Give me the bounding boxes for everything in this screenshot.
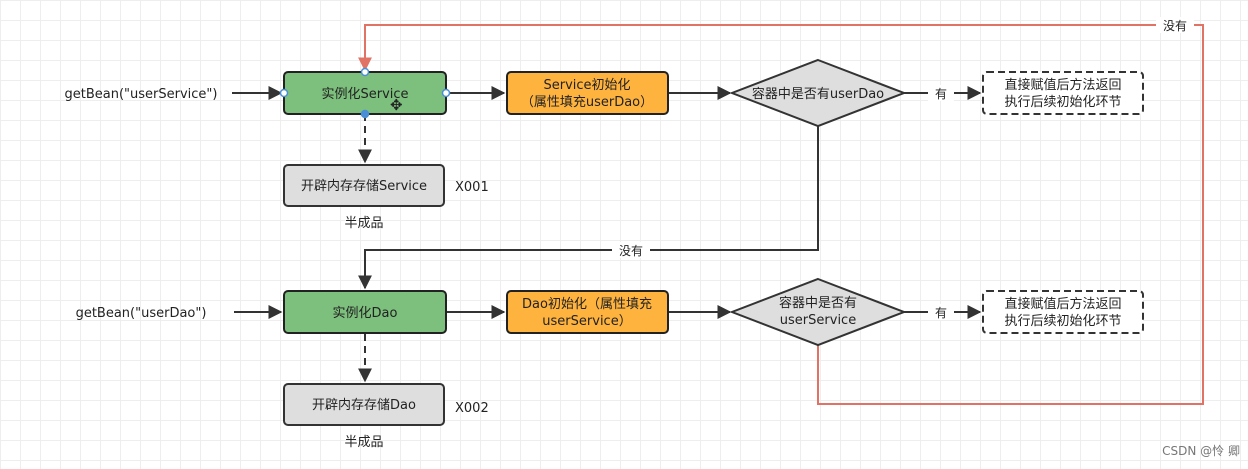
instantiate-dao-node[interactable]: 实例化Dao — [283, 290, 447, 334]
init-service-label-line2: （属性填充userDao） — [521, 94, 653, 110]
caller-label-service: getBean("userService") — [65, 87, 218, 102]
edge-label-no-middle: 没有 — [619, 243, 643, 258]
connection-handle-left[interactable] — [279, 88, 289, 98]
init-service-label-line1: Service初始化 — [543, 78, 630, 93]
edge-label-bg — [612, 242, 650, 258]
edge-decision-no-dao-loop — [358, 24, 1204, 405]
alloc-service-label: 开辟内存存储Service — [301, 178, 427, 194]
decision-dao-label-line2: userService — [780, 313, 856, 328]
result-dao-label-line2: 执行后续初始化环节 — [1004, 314, 1121, 329]
init-service-node[interactable]: Service初始化 （属性填充userDao） — [506, 71, 669, 115]
half-product-label-service: 半成品 — [344, 216, 383, 231]
alloc-dao-node[interactable]: 开辟内存存储Dao — [283, 383, 445, 426]
edge-label-bg — [1156, 17, 1194, 33]
connection-handle-top[interactable] — [360, 67, 370, 77]
init-dao-label-line2: userService） — [542, 314, 631, 329]
result-dao-node[interactable]: 直接赋值后方法返回 执行后续初始化环节 — [982, 290, 1144, 334]
decision-dao-node[interactable]: 容器中是否有 userService — [729, 277, 907, 347]
result-service-node[interactable]: 直接赋值后方法返回 执行后续初始化环节 — [982, 71, 1144, 115]
address-label-dao: X002 — [455, 401, 489, 416]
connection-handle-bottom[interactable] — [360, 109, 370, 119]
address-label-service: X001 — [455, 180, 489, 195]
watermark: CSDN @怜 卿 — [1162, 444, 1240, 458]
instantiate-service-node[interactable]: 实例化Service — [279, 67, 451, 119]
edge-label-yes-dao: 有 — [935, 306, 947, 320]
init-dao-label-line1: Dao初始化（属性填充 — [522, 296, 652, 312]
result-dao-label-line1: 直接赋值后方法返回 — [1004, 296, 1121, 312]
caller-label-dao: getBean("userDao") — [76, 306, 207, 321]
alloc-dao-label: 开辟内存存储Dao — [312, 397, 416, 413]
result-service-label-line1: 直接赋值后方法返回 — [1004, 77, 1121, 93]
decision-dao-label-line1: 容器中是否有 — [779, 295, 857, 311]
edge-label-yes-service: 有 — [935, 87, 947, 101]
edge-label-bg — [928, 85, 954, 101]
edge-decision-no-service — [358, 126, 819, 290]
instantiate-dao-label: 实例化Dao — [333, 306, 398, 321]
decision-service-node[interactable]: 容器中是否有userDao — [729, 58, 907, 128]
edge-label-bg — [928, 304, 954, 320]
alloc-service-node[interactable]: 开辟内存存储Service — [283, 164, 445, 207]
half-product-label-dao: 半成品 — [344, 435, 383, 450]
init-dao-node[interactable]: Dao初始化（属性填充 userService） — [506, 290, 669, 334]
move-cursor-icon: ✥ — [390, 96, 403, 114]
decision-service-label: 容器中是否有userDao — [752, 86, 884, 102]
instantiate-service-label: 实例化Service — [321, 87, 408, 102]
connection-handle-right[interactable] — [441, 88, 451, 98]
result-service-label-line2: 执行后续初始化环节 — [1004, 95, 1121, 110]
edge-label-no-top: 没有 — [1163, 18, 1187, 33]
